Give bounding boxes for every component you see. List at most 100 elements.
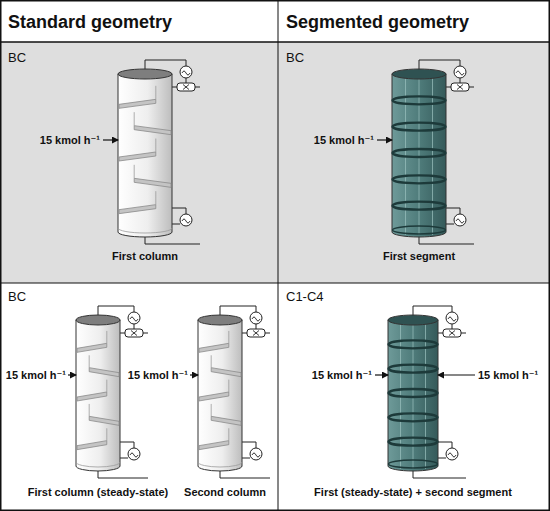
tray-plate xyxy=(119,152,156,161)
reflux-drum xyxy=(125,329,143,337)
segment-tray xyxy=(389,460,438,468)
reboiler-symbol xyxy=(456,219,464,223)
drum-mark xyxy=(131,331,137,336)
downcomer-wall xyxy=(89,355,90,367)
boilup-line xyxy=(172,208,186,214)
column-head xyxy=(76,315,120,325)
reflux-drum xyxy=(443,329,461,337)
reflux-line xyxy=(172,87,177,88)
condenser-symbol xyxy=(252,317,260,321)
column-caption: First segment xyxy=(383,250,455,263)
column-head xyxy=(198,315,242,325)
reboiler-feed-line xyxy=(120,458,128,459)
reflux-line xyxy=(446,87,451,88)
reboiler-feed-line xyxy=(172,224,180,225)
vapour-line xyxy=(145,60,186,70)
condenser-symbol xyxy=(454,66,466,78)
condenser-symbol xyxy=(180,66,192,78)
downcomer-wall xyxy=(89,404,90,416)
feed-arrow xyxy=(377,139,392,140)
drum-mark xyxy=(457,85,463,90)
segment-tray xyxy=(393,149,446,157)
reboiler-symbol xyxy=(128,448,140,460)
distillate-line xyxy=(265,333,270,334)
column-shell xyxy=(392,74,446,237)
column-rule xyxy=(278,0,279,511)
reboiler-feed-line xyxy=(242,458,250,459)
condensate-line xyxy=(460,78,461,83)
downcomer-wall xyxy=(155,86,156,99)
column-shell xyxy=(388,320,438,471)
downcomer-wall xyxy=(211,355,212,367)
column-sump xyxy=(198,462,242,467)
column-caption: First column (steady-state) xyxy=(28,486,169,499)
reboiler-symbol xyxy=(446,448,458,460)
reboiler-symbol xyxy=(130,453,138,457)
tray-plate xyxy=(199,441,229,450)
distillation-column xyxy=(103,60,200,244)
panel-ground xyxy=(278,42,550,283)
distillate-line xyxy=(143,333,148,334)
column-head xyxy=(392,69,446,79)
condensate-line xyxy=(256,324,257,329)
reboiler-symbol xyxy=(252,453,260,457)
reflux-line xyxy=(438,333,443,334)
case-tag: BC xyxy=(8,290,26,305)
condenser-symbol xyxy=(130,317,138,321)
condenser-symbol xyxy=(250,312,262,324)
tray-plate xyxy=(199,343,229,352)
column-caption: Second column xyxy=(184,486,266,499)
column-heading: Segmented geometry xyxy=(286,12,469,33)
reflux-drum xyxy=(177,83,195,91)
segment-tray xyxy=(389,413,438,421)
distillate-line xyxy=(461,333,466,334)
segment-tray xyxy=(393,96,446,104)
feed-rate: 15 kmol h⁻¹ xyxy=(6,369,66,382)
reboiler-feed-line xyxy=(438,458,446,459)
boilup-line xyxy=(446,208,460,214)
downcomer-wall xyxy=(155,191,156,204)
condensate-line xyxy=(186,78,187,83)
segment-tray xyxy=(389,340,438,348)
reflux-line xyxy=(120,333,125,334)
segment-tray xyxy=(393,123,446,131)
segmented-column xyxy=(375,306,475,478)
case-tag: C1-C4 xyxy=(286,290,324,305)
condenser-symbol xyxy=(448,317,456,321)
column-head xyxy=(118,69,172,79)
distillate-line xyxy=(195,87,200,88)
segment-tray xyxy=(393,175,446,183)
column-sump xyxy=(118,228,172,233)
distillation-column xyxy=(190,306,270,478)
downcomer-wall xyxy=(211,404,212,416)
tray-plate xyxy=(211,416,241,425)
feed-arrow xyxy=(438,374,475,375)
drum-mark xyxy=(449,331,455,336)
condenser-symbol xyxy=(128,312,140,324)
reflux-drum xyxy=(451,83,469,91)
tray-plate xyxy=(199,392,229,401)
segment-tray xyxy=(389,365,438,373)
boilup-line xyxy=(120,442,134,448)
feed-arrow xyxy=(103,139,118,140)
feed-rate: 15 kmol h⁻¹ xyxy=(128,369,188,382)
vapour-line xyxy=(413,306,452,316)
condenser-symbol xyxy=(456,71,464,75)
condenser-symbol xyxy=(182,71,190,75)
reboiler-symbol xyxy=(448,453,456,457)
column-head xyxy=(388,315,438,325)
feed-arrow xyxy=(375,374,388,375)
segment-tray xyxy=(393,226,446,234)
tray-plate xyxy=(134,178,171,187)
downcomer-wall xyxy=(228,428,229,440)
downcomer-wall xyxy=(228,331,229,343)
downcomer-wall xyxy=(106,380,107,392)
vapour-line xyxy=(419,60,460,70)
segment-tray xyxy=(393,202,446,210)
reboiler-symbol xyxy=(182,219,190,223)
feed-rate: 15 kmol h⁻¹ xyxy=(312,369,372,382)
